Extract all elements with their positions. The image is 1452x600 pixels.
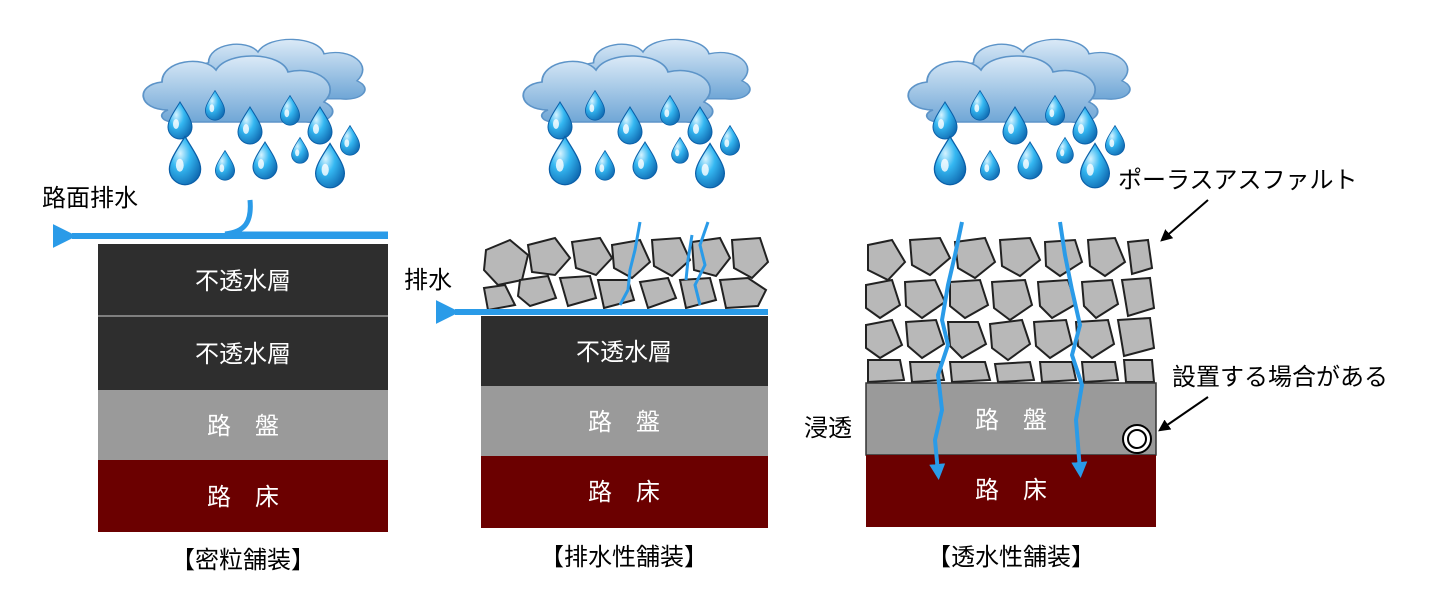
- panel-caption: 【透水性舗装】: [927, 543, 1095, 571]
- drain-pipe-icon: [1122, 424, 1152, 454]
- panel-caption: 【密粒舗装】: [171, 546, 315, 574]
- layer-label: 路 盤: [588, 408, 660, 436]
- flow-label: 排水: [404, 266, 452, 294]
- flow-label: 浸透: [804, 414, 852, 442]
- callout-porous-asphalt: ポーラスアスファルト: [1118, 166, 1358, 194]
- infiltration-arrows: [929, 221, 1088, 480]
- layer-label: 路 床: [207, 483, 279, 511]
- callout-arrow: [1160, 199, 1209, 242]
- layer-base-course: [865, 382, 1157, 456]
- layer-label: 不透水層: [576, 338, 672, 366]
- porous-stone-layer: [865, 236, 1156, 384]
- layer-subgrade: [866, 455, 1156, 527]
- layer-base-course: [98, 390, 388, 460]
- layer-label: 路 盤: [207, 412, 279, 440]
- layer-label: 不透水層: [195, 340, 291, 368]
- layer-label: 路 床: [588, 478, 660, 506]
- layer-label: 路 盤: [975, 406, 1047, 434]
- layer-label: 路 床: [975, 476, 1047, 504]
- surface-runoff-arrow: [52, 199, 388, 248]
- water-flow-lines: [618, 221, 710, 306]
- panel-dense-graded: 路面排水 不透水層 不透水層 路 盤 路 床 【密粒舗装】: [42, 38, 388, 574]
- layer-base-course: [481, 386, 768, 456]
- panel-permeable: 路 盤 路 床 浸透 ポーラスアスファルト 設置する場合がある 【透水性舗装】: [804, 38, 1388, 571]
- callout-arrow: [1158, 396, 1209, 432]
- layer-subgrade: [98, 460, 388, 532]
- panel-drainage: 排水 不透水層 路 盤 路 床 【排水性舗装】: [404, 38, 770, 571]
- layer-impermeable: [481, 316, 768, 386]
- layer-impermeable: [98, 244, 388, 316]
- layer-subgrade: [481, 456, 768, 528]
- layer-label: 不透水層: [195, 267, 291, 295]
- flow-label: 路面排水: [42, 184, 138, 212]
- callout-optional-pipe: 設置する場合がある: [1172, 363, 1388, 391]
- porous-stone-layer: [482, 236, 770, 312]
- panel-caption: 【排水性舗装】: [540, 543, 708, 571]
- layer-impermeable: [98, 316, 388, 390]
